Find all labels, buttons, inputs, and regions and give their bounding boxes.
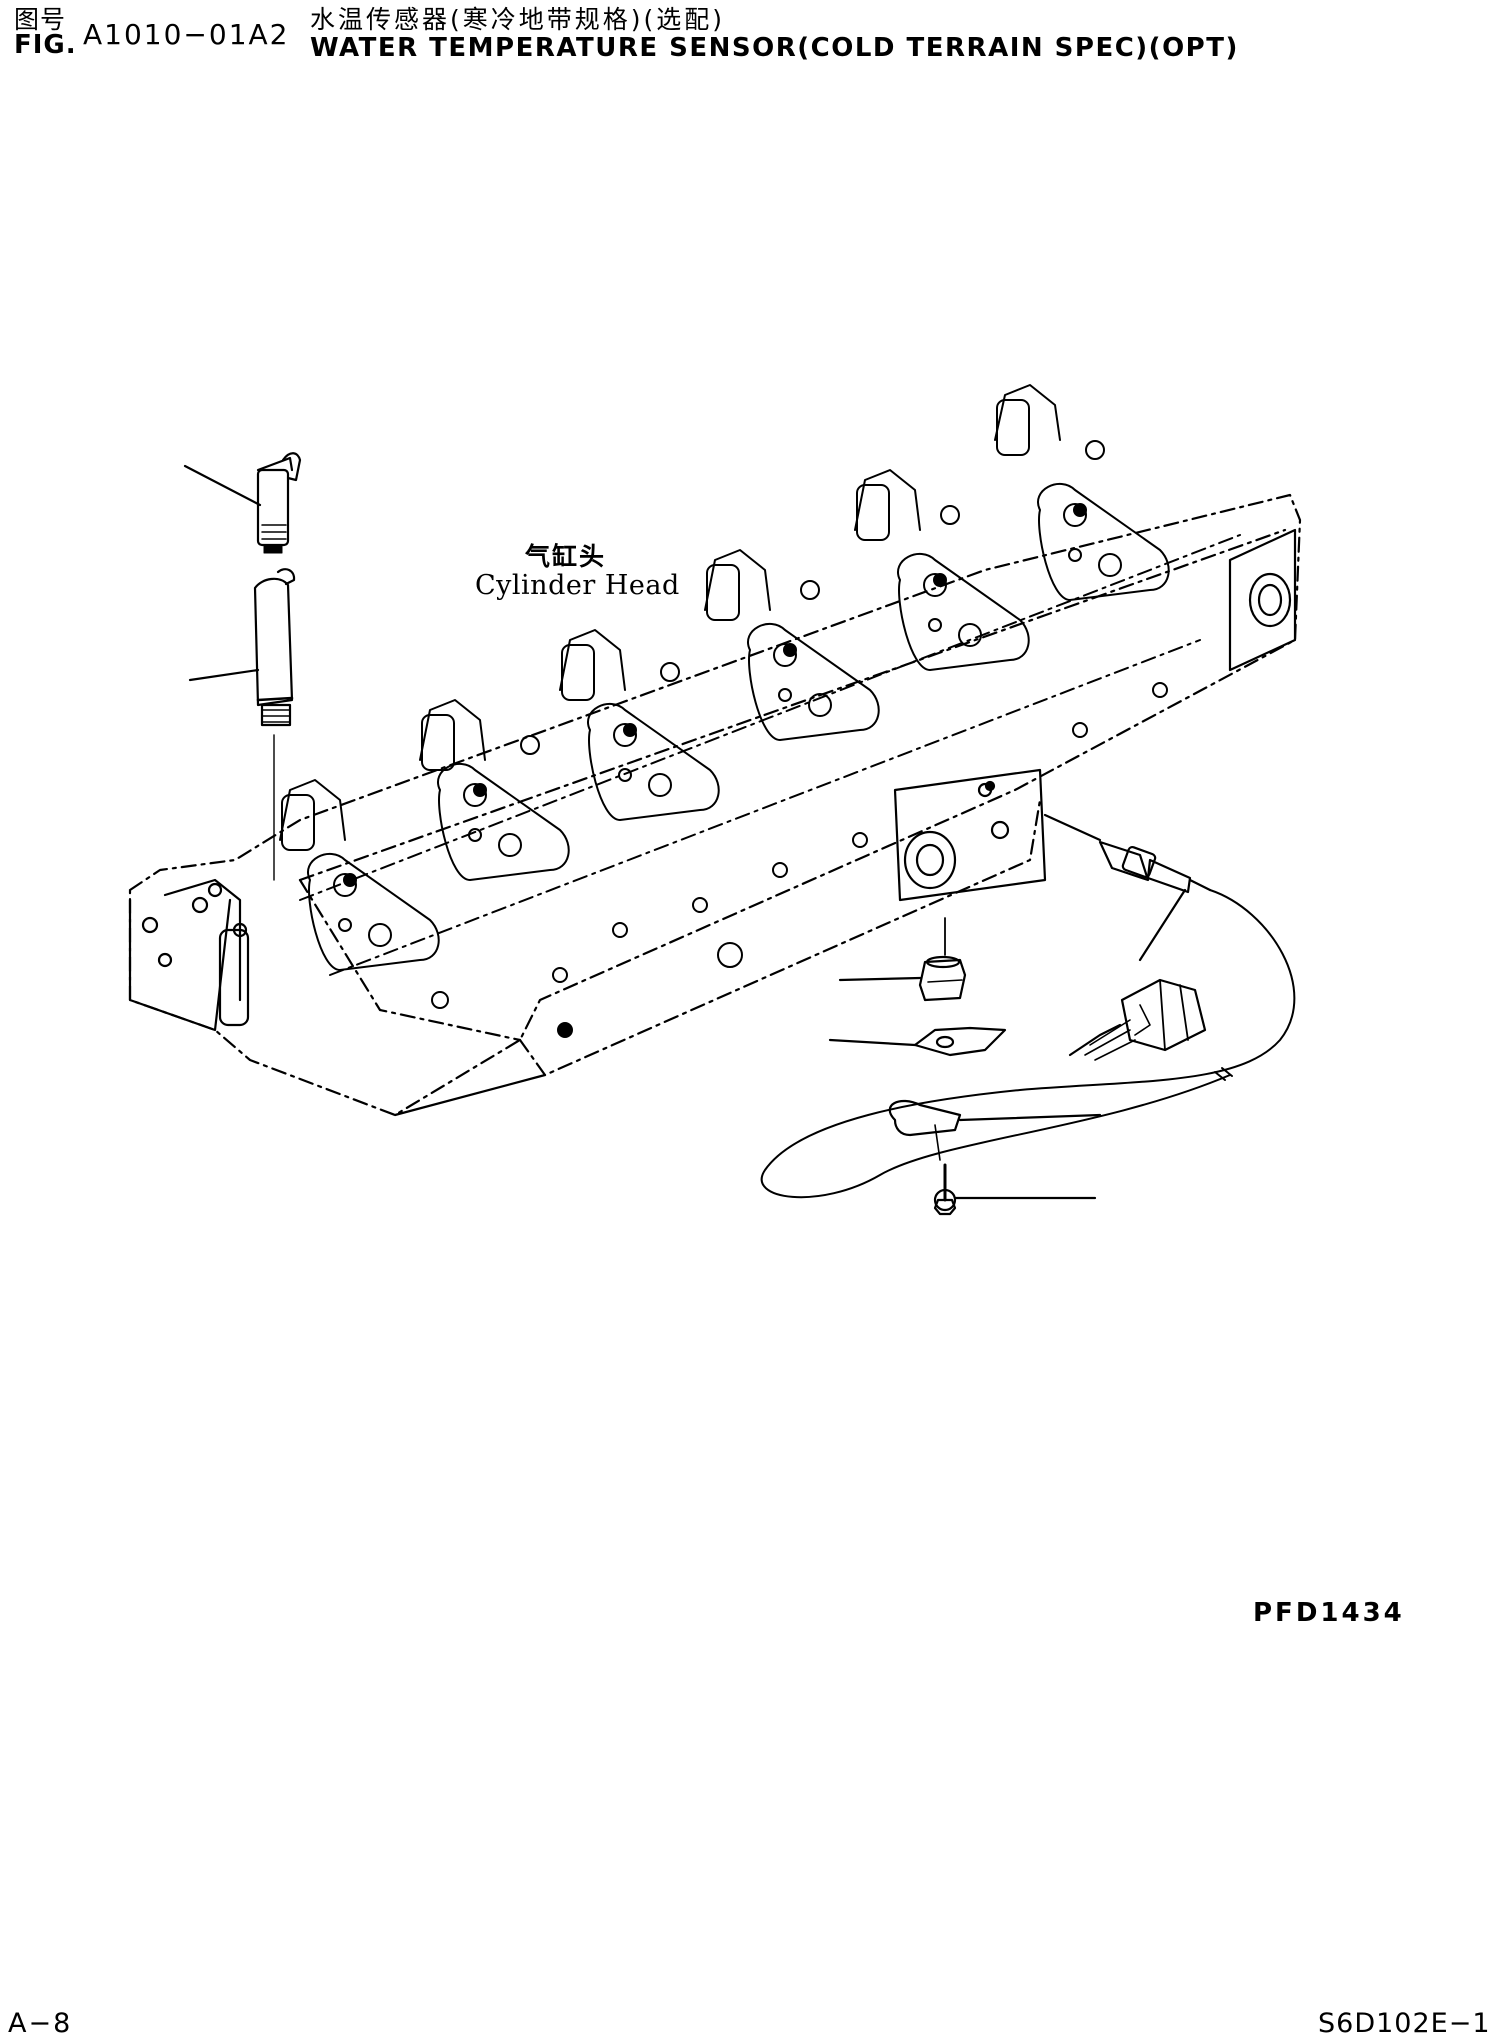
model-code: S6D102E−1 bbox=[1318, 2008, 1491, 2039]
cylinder-head-label-cn: 气缸头 bbox=[525, 542, 607, 571]
reference-code: PFD1434 bbox=[1253, 1598, 1405, 1628]
clip bbox=[828, 1026, 1007, 1057]
fig-label-en: FIG. bbox=[14, 30, 77, 60]
clamp bbox=[888, 1100, 1102, 1161]
sensor-adapter bbox=[183, 452, 302, 554]
fig-number: A1010−01A2 bbox=[83, 18, 290, 51]
plug bbox=[838, 917, 967, 1002]
fig-label-cn: 图号 bbox=[14, 5, 67, 34]
page-number: A−8 bbox=[8, 2008, 73, 2039]
title-cn: 水温传感器(寒冷地带规格)(选配) bbox=[310, 5, 726, 34]
cylinder-head-label-en: Cylinder Head bbox=[475, 570, 680, 601]
sleeve bbox=[188, 568, 296, 881]
title-en: WATER TEMPERATURE SENSOR(COLD TERRAIN SP… bbox=[310, 33, 1239, 63]
cylinder-head bbox=[128, 493, 1302, 1117]
bolt bbox=[933, 1163, 1097, 1216]
water-temperature-sensor bbox=[760, 813, 1296, 1199]
valve-chambers bbox=[279, 384, 1241, 1038]
connector bbox=[1068, 978, 1207, 1061]
